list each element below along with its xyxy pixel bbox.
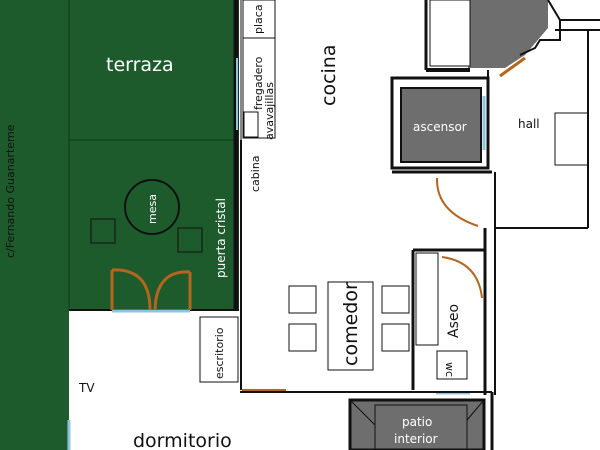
placa-label: placa [252, 4, 265, 34]
terrace-door-right [153, 270, 191, 311]
wc-label: wc [443, 362, 456, 377]
terraza-area [69, 0, 239, 310]
fregadero-label: fregadero [252, 56, 265, 110]
comedor-label: comedor [340, 282, 362, 366]
comedor-chair-1 [288, 285, 317, 314]
dormitorio-label: dormitorio [133, 430, 232, 450]
sink-basin [243, 111, 259, 138]
comedor-chair-4 [381, 323, 410, 352]
cocina-label: cocina [318, 45, 340, 106]
street-label: c/Fernando Guanarteme [4, 124, 17, 258]
wc-fixture [436, 350, 468, 380]
placa-counter [242, 0, 276, 39]
aseo-door-arc [441, 256, 483, 299]
patio-diag-l [349, 399, 376, 426]
mesa-label: mesa [146, 194, 159, 224]
cabina-label: cabina [249, 155, 262, 192]
mesa-table [124, 179, 180, 235]
aseo-counter [415, 252, 439, 346]
ascensor-shaft [390, 76, 490, 170]
patio-interior [348, 398, 486, 450]
terraza-label: terraza [106, 54, 174, 76]
despensa-angle [519, 0, 561, 56]
escritorio-label: escritorio [213, 327, 226, 379]
chair-left [90, 218, 116, 244]
hall-bench [554, 112, 589, 166]
escritorio-desk [199, 316, 239, 383]
patio-label-2: interior [394, 432, 438, 446]
comedor-chair-3 [381, 285, 410, 314]
comedor-table [327, 281, 374, 371]
tv-label: TV [78, 381, 95, 395]
despensa-door [499, 56, 526, 78]
chair-right [177, 227, 203, 253]
despensa-area [468, 0, 548, 68]
ascensor-label: ascensor [413, 120, 467, 134]
patio-label-1: patio [402, 415, 432, 429]
comedor-chair-2 [288, 323, 317, 352]
street-strip [0, 0, 69, 450]
patio-inner-box [374, 404, 468, 450]
entrance-door-arc [435, 177, 479, 227]
despensa-room [429, 0, 471, 67]
aseo-label: Aseo [446, 304, 462, 338]
patio-diag-r [466, 399, 485, 421]
ascensor-cabin [400, 87, 482, 163]
hall-label: hall [518, 117, 540, 131]
avavajillas-label: avavajillas [263, 82, 276, 140]
terrace-door-left [111, 268, 152, 311]
despensa-label: despensa [450, 5, 464, 62]
puerta-cristal-label: puerta cristal [214, 198, 228, 278]
